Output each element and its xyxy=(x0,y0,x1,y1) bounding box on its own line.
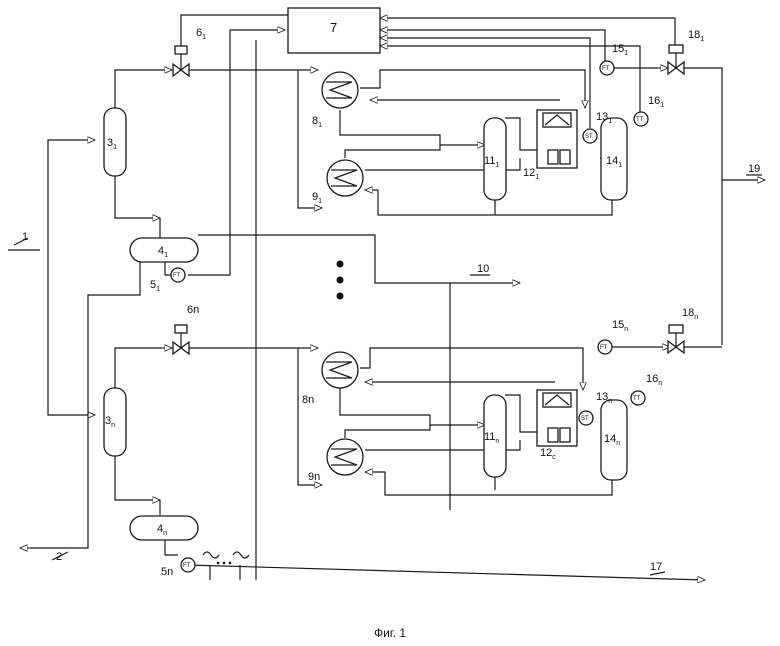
valve-6-n xyxy=(173,325,189,354)
svg-text:51: 51 xyxy=(150,279,160,293)
svg-text:13n: 13n xyxy=(596,391,612,405)
svg-text:TT: TT xyxy=(636,117,644,123)
svg-text:6n: 6n xyxy=(187,304,199,316)
svg-text:FT: FT xyxy=(173,273,181,279)
svg-text:FT: FT xyxy=(602,66,610,72)
label-17: 17 xyxy=(650,561,662,573)
flow-transmitter-5-1: FT xyxy=(171,268,185,282)
svg-text:5n: 5n xyxy=(161,566,173,578)
svg-text:FT: FT xyxy=(600,345,608,351)
svg-text:131: 131 xyxy=(596,111,612,125)
flow-transmitter-15-1: FT xyxy=(600,61,614,75)
heat-exchanger-9-n xyxy=(327,439,363,475)
label-2: 2 xyxy=(56,551,62,563)
svg-text:18n: 18n xyxy=(682,307,698,321)
temperature-transmitter-16-1: TT xyxy=(634,112,648,126)
svg-text:12c: 12c xyxy=(540,447,556,461)
train-ellipsis xyxy=(337,261,344,300)
svg-text:FT: FT xyxy=(183,563,191,569)
speed-transmitter-13-n: ST xyxy=(579,411,593,425)
valve-6-1 xyxy=(173,46,189,76)
stream-labels: 1 2 10 17 19 xyxy=(14,163,762,575)
svg-text:ST: ST xyxy=(585,134,593,140)
svg-text:91: 91 xyxy=(312,191,322,205)
svg-text:61: 61 xyxy=(196,27,206,41)
svg-text:8n: 8n xyxy=(302,394,314,406)
svg-text:9n: 9n xyxy=(308,471,320,483)
flow-transmitter-15-n: FT xyxy=(598,340,612,354)
svg-text:121: 121 xyxy=(523,167,539,181)
flow-transmitter-5-n: FT xyxy=(181,558,195,572)
temperature-transmitter-16-n: TT xyxy=(631,391,645,405)
svg-text:181: 181 xyxy=(688,29,704,43)
heat-exchanger-8-1 xyxy=(322,72,358,108)
svg-text:15n: 15n xyxy=(612,319,628,333)
heat-exchanger-8-n xyxy=(322,352,358,388)
sample-lines xyxy=(203,552,249,564)
svg-text:151: 151 xyxy=(612,43,628,57)
speed-transmitter-13-1: ST xyxy=(583,129,597,143)
svg-text:81: 81 xyxy=(312,115,322,129)
label-7: 7 xyxy=(330,20,337,35)
svg-text:TT: TT xyxy=(633,396,641,402)
figure-caption: Фиг. 1 xyxy=(0,626,780,640)
svg-text:161: 161 xyxy=(648,95,664,109)
unit-12-1 xyxy=(537,110,577,168)
unit-12-c xyxy=(537,390,577,446)
label-1: 1 xyxy=(22,231,28,243)
svg-text:16n: 16n xyxy=(646,373,662,387)
valve-18-1 xyxy=(668,45,684,74)
label-10: 10 xyxy=(477,263,489,275)
svg-text:ST: ST xyxy=(581,416,589,422)
valve-18-n xyxy=(668,325,684,353)
label-19: 19 xyxy=(748,163,760,175)
heat-exchanger-9-1 xyxy=(327,160,363,196)
